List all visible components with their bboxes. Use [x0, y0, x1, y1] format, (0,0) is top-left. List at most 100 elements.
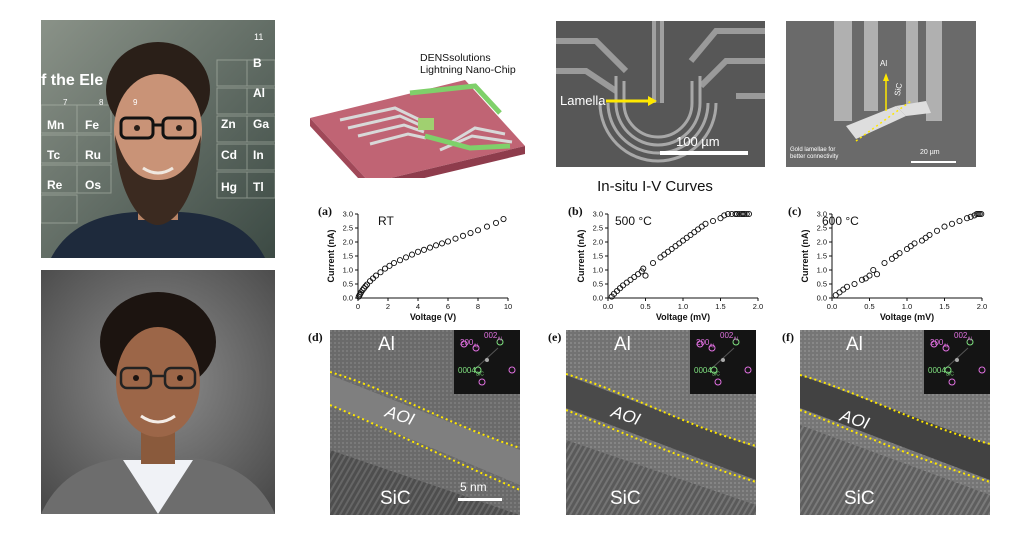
panel-temp-c: 600 °C: [822, 214, 859, 228]
data-point: [414, 248, 422, 255]
y-tick-label: 1.0: [817, 266, 827, 275]
data-point: [866, 272, 873, 279]
element-cd: Cd: [221, 148, 237, 162]
element-ru: Ru: [85, 148, 101, 162]
y-axis-label: Current (nA): [326, 230, 336, 283]
y-tick-label: 1.0: [593, 266, 603, 275]
data-point: [978, 210, 985, 218]
data-point: [467, 229, 474, 237]
data-point: [390, 259, 398, 267]
x-tick-label: 2.0: [753, 302, 763, 311]
tem-d-sic-label: SiC: [380, 488, 411, 509]
y-tick-label: 2.5: [593, 224, 603, 233]
panel-temp-b: 500 °C: [615, 214, 652, 228]
x-tick-label: 0.0: [603, 302, 613, 311]
data-point: [396, 257, 404, 264]
fft-d-label-002: 002Al: [484, 331, 502, 343]
sem-image-lamella: Lamella 100 µm: [556, 21, 765, 167]
data-point: [926, 231, 933, 239]
panel-letter-a: (a): [318, 204, 332, 218]
panel-temp-a: RT: [378, 214, 394, 228]
fft-inset-d: 002Al 200Al 0004SiC: [454, 330, 520, 394]
y-axis-label: Current (nA): [576, 230, 586, 283]
section-title: In-situ I-V Curves: [597, 178, 713, 195]
data-point: [843, 283, 851, 290]
fft-e-200: 200: [696, 338, 710, 347]
x-tick-label: 2.0: [977, 302, 987, 311]
fft-d-002: 002: [484, 331, 498, 340]
x-tick-label: 1.5: [939, 302, 949, 311]
sem-right-scale-label: 20 µm: [920, 149, 940, 156]
data-point: [432, 242, 440, 249]
fft-e-002: 002: [720, 331, 734, 340]
portrait-photo-bottom: [41, 270, 275, 514]
fft-f-label-0004: 0004SiC: [928, 366, 954, 378]
y-tick-label: 3.0: [343, 210, 353, 219]
tem-f-al-label: Al: [846, 334, 863, 355]
y-tick-label: 1.5: [593, 252, 603, 261]
element-ga: Ga: [253, 117, 270, 131]
data-point: [492, 219, 500, 227]
x-tick-label: 1.0: [678, 302, 688, 311]
x-tick-label: 10: [504, 302, 512, 311]
data-point: [870, 266, 877, 274]
y-tick-label: 2.0: [343, 238, 353, 247]
y-tick-label: 0.5: [593, 280, 603, 289]
data-point: [426, 244, 434, 251]
fft-d-label-0004: 0004SiC: [458, 366, 484, 378]
data-point: [474, 227, 482, 234]
sem-image-lamella-closeup: Al SiC Gold lamellae for better connecti…: [786, 21, 976, 167]
data-point: [724, 210, 732, 218]
fft-d-200-sub: Al: [473, 343, 478, 350]
x-tick-label: 4: [416, 302, 420, 311]
fft-f-label-002: 002Al: [954, 331, 972, 343]
fft-f-200-sub: Al: [943, 343, 948, 350]
portrait-photo-top: 11 f the Ele B Al Ga In Tl Mn Fe Zn Cd H…: [41, 20, 275, 258]
data-point: [858, 276, 866, 283]
panel-letter-f: (f): [782, 330, 794, 344]
sem-note-line2: better connectivity: [790, 154, 839, 160]
data-point: [733, 210, 741, 218]
element-al: Al: [253, 86, 265, 100]
element-tc: Tc: [47, 148, 61, 162]
data-point: [702, 220, 709, 227]
sem-note: Gold lamellae for better connectivity: [790, 147, 838, 161]
data-point: [933, 227, 941, 234]
fft-e-label-200: 200Al: [696, 338, 714, 350]
tem-image-e: Al AOI SiC 002Al 200Al 0004SiC: [566, 330, 756, 515]
y-tick-label: 3.0: [593, 210, 603, 219]
x-tick-label: 0: [356, 302, 360, 311]
x-tick-label: 8: [476, 302, 480, 311]
data-point: [363, 281, 371, 288]
y-tick-label: 2.0: [593, 238, 603, 247]
fft-f-label-200: 200Al: [930, 338, 948, 350]
data-point: [402, 254, 410, 261]
data-point: [941, 223, 948, 230]
x-tick-label: 1.5: [715, 302, 725, 311]
element-zn: Zn: [221, 117, 236, 131]
periodic-table-number: 11: [254, 32, 264, 42]
tem-image-d: Al AOI SiC 5 nm 002Al 200Al 0004SiC: [330, 330, 520, 515]
data-point: [381, 265, 389, 272]
fft-d-002-sub: Al: [497, 336, 502, 343]
data-point: [948, 220, 956, 227]
data-point: [721, 212, 728, 219]
y-tick-label: 1.0: [343, 266, 353, 275]
data-point: [745, 210, 753, 218]
y-axis-label: Current (nA): [800, 230, 810, 283]
data-point: [642, 272, 649, 279]
element-tl: Tl: [253, 180, 264, 194]
data-point: [500, 215, 507, 223]
x-axis-label: Voltage (V): [410, 312, 456, 322]
lamella-label: Lamella: [560, 93, 606, 108]
fft-d-0004: 0004: [458, 366, 476, 375]
data-point: [438, 240, 446, 247]
data-point: [873, 271, 881, 278]
element-os: Os: [85, 178, 102, 192]
data-point: [896, 250, 903, 257]
data-point: [911, 240, 918, 247]
